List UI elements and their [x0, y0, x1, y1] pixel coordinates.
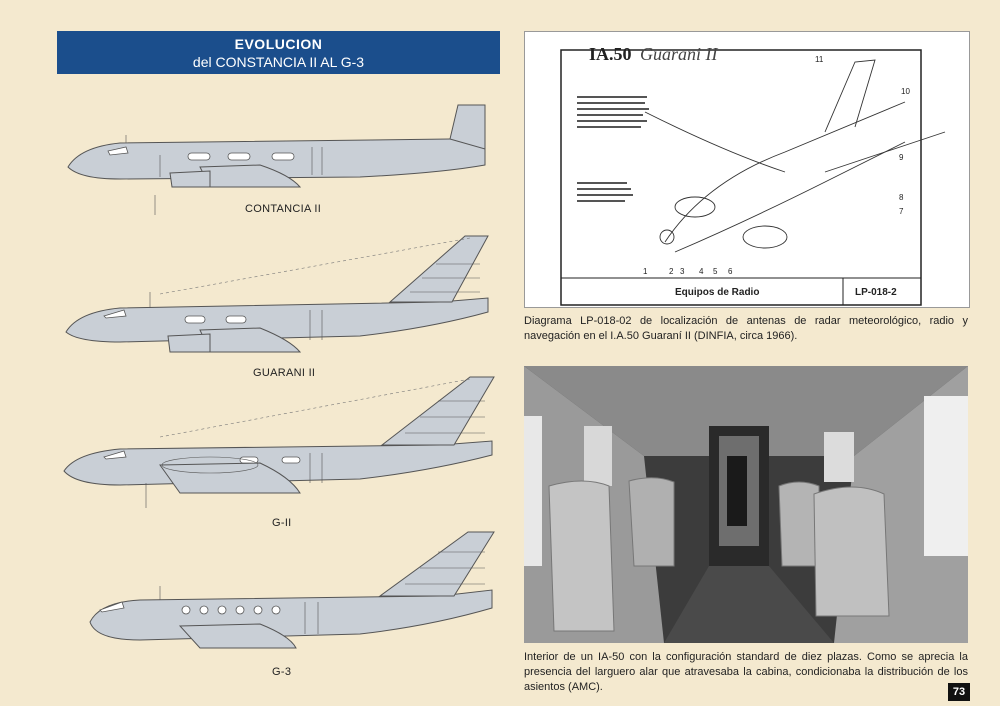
callout: 7 [899, 207, 904, 216]
callout: 8 [899, 193, 904, 202]
callout: 6 [728, 267, 733, 276]
aircraft-g-3: G-3 [60, 530, 500, 678]
aircraft-constancia-ii: CONTANCIA II [60, 95, 500, 215]
diagram-name: Guarani II [640, 44, 718, 64]
callout: 3 [680, 267, 685, 276]
antenna-diagram: IA.50 Guarani II 1 2 3 4 5 6 7 8 9 10 11… [524, 31, 970, 308]
diagram-caption: Diagrama LP-018-02 de localización de an… [524, 315, 968, 342]
cabin-photo [524, 366, 968, 643]
callout: 9 [899, 153, 904, 162]
diagram-code: LP-018-2 [855, 287, 897, 298]
aircraft-label: GUARANI II [253, 367, 316, 379]
callout: 2 [669, 267, 674, 276]
diagram-model: IA.50 [589, 44, 632, 64]
aircraft-label: G-II [272, 517, 292, 529]
diagram-footer-title: Equipos de Radio [675, 287, 759, 298]
callout: 10 [901, 87, 910, 96]
page-number: 73 [948, 683, 970, 701]
callout: 4 [699, 267, 704, 276]
aircraft-label: CONTANCIA II [245, 203, 322, 215]
aircraft-label: G-3 [272, 666, 292, 678]
callout: 1 [643, 267, 648, 276]
aircraft-g-ii: G-II [60, 373, 500, 529]
section-subtitle: del CONSTANCIA II AL G-3 [192, 54, 365, 70]
section-title: EVOLUCION [234, 36, 323, 52]
aircraft-guarani-ii: GUARANI II [60, 232, 500, 379]
callout: 5 [713, 267, 718, 276]
callout: 11 [815, 55, 824, 64]
section-title-box: EVOLUCION del CONSTANCIA II AL G-3 [57, 31, 500, 74]
photo-caption: Interior de un IA-50 con la configuració… [524, 651, 968, 693]
